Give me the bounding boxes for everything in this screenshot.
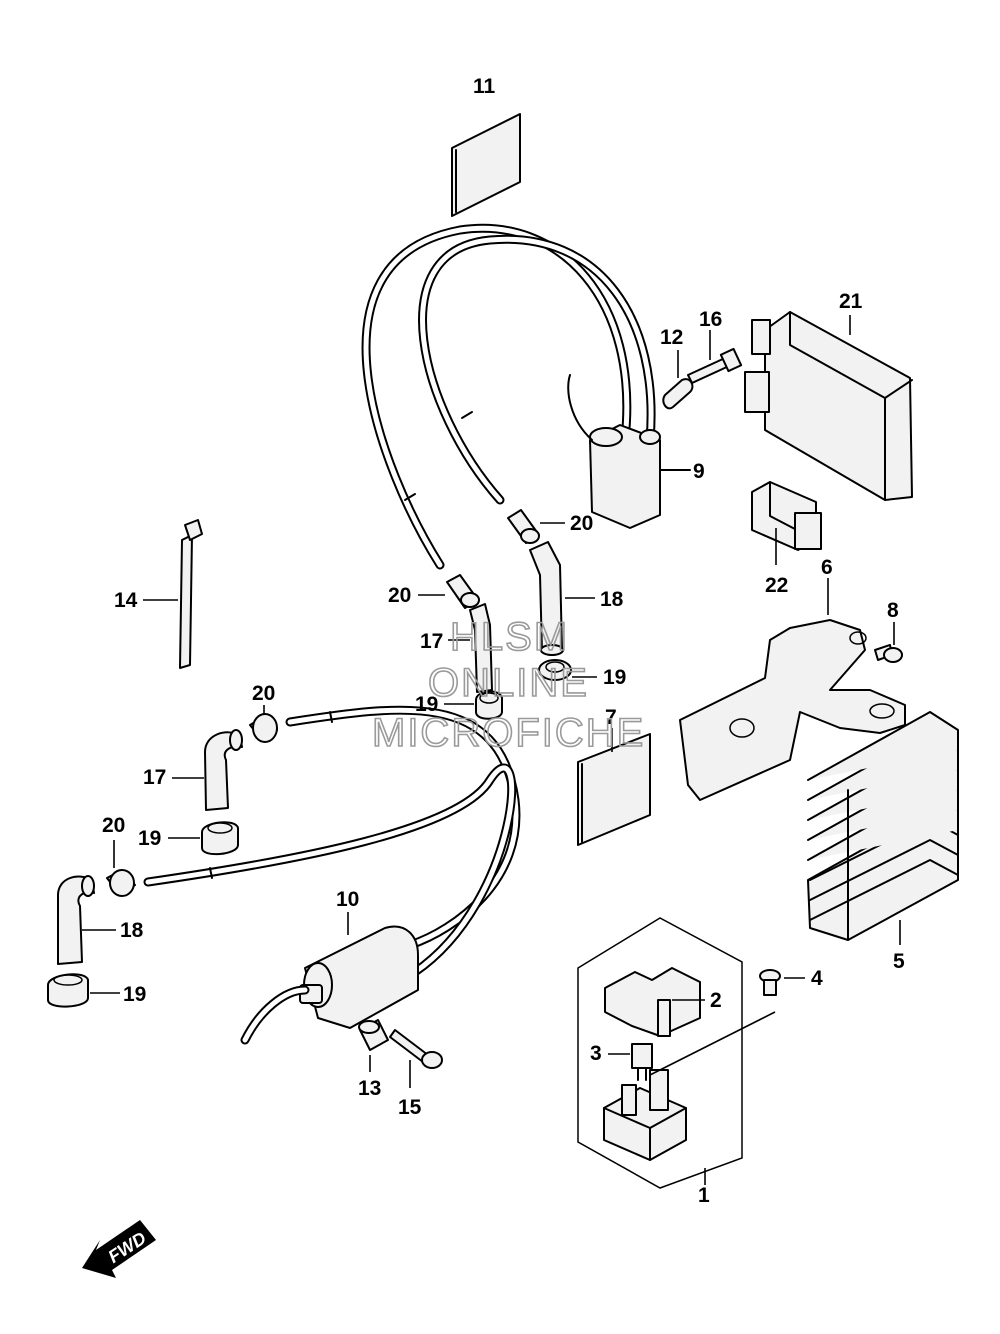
callout-1: 1 — [698, 1184, 710, 1207]
part-1-starter-relay-assembly[interactable] — [577, 917, 743, 1189]
callout-21: 21 — [839, 290, 863, 313]
callout-13: 13 — [358, 1077, 381, 1100]
part-20-cap-upper-left[interactable] — [418, 574, 480, 609]
callout-20-upper-left: 20 — [388, 584, 411, 607]
part-15-bolt[interactable] — [389, 1029, 443, 1088]
callout-labels: 11 21 16 12 9 20 22 6 14 20 18 8 17 19 1… — [102, 75, 905, 1207]
callout-7: 7 — [605, 706, 617, 729]
part-17-plug-cap-lower[interactable] — [172, 729, 243, 811]
part-9-ignition-coil[interactable] — [567, 374, 691, 529]
callout-19-upper-right: 19 — [603, 666, 626, 689]
callout-6: 6 — [821, 556, 833, 579]
part-5-regulator-rectifier[interactable] — [807, 711, 959, 945]
part-13-spacer[interactable] — [358, 1019, 389, 1072]
part-17-plug-cap-upper[interactable] — [448, 603, 493, 693]
callout-19-upper-left: 19 — [415, 693, 438, 716]
watermark-line-1: HLSM — [450, 615, 569, 659]
callout-3: 3 — [590, 1042, 602, 1065]
callout-12: 12 — [660, 326, 683, 349]
part-4-screw[interactable] — [759, 969, 805, 996]
part-7-label[interactable] — [577, 728, 651, 846]
part-20-cap-upper-right[interactable] — [507, 509, 565, 544]
callout-19-lower-lower: 19 — [123, 983, 146, 1006]
part-21-ecu-module[interactable] — [744, 311, 913, 501]
callout-20-lower-lower: 20 — [102, 814, 125, 837]
lower-coil-leads — [143, 705, 521, 977]
watermark: HLSM ONLINE MICROFICHE — [371, 614, 645, 756]
upper-coil-leads — [361, 223, 656, 570]
callout-10: 10 — [336, 888, 359, 911]
callout-15: 15 — [398, 1096, 422, 1119]
callout-11: 11 — [473, 75, 496, 98]
callout-20-lower-upper: 20 — [252, 682, 275, 705]
watermark-line-2: ONLINE — [428, 661, 589, 705]
part-1-starter-relay[interactable] — [603, 1011, 776, 1161]
part-18-plug-cap-lower[interactable] — [57, 875, 116, 965]
callout-19-lower-upper: 19 — [138, 827, 161, 850]
part-22-relay[interactable] — [751, 481, 822, 565]
part-18-plug-cap-upper[interactable] — [529, 541, 595, 656]
part-11-label[interactable] — [451, 113, 521, 217]
part-19-seal-lower-lower[interactable] — [47, 973, 120, 1008]
fwd-arrow-icon: FWD — [82, 1220, 156, 1278]
part-3-fuse[interactable] — [608, 1043, 653, 1081]
callout-9: 9 — [693, 460, 705, 483]
part-16-bolt[interactable] — [687, 330, 743, 384]
callout-5: 5 — [893, 950, 905, 973]
callout-20-upper-right: 20 — [570, 512, 593, 535]
callout-8: 8 — [887, 599, 899, 622]
callout-16: 16 — [699, 308, 722, 331]
part-2-relay-cover[interactable] — [604, 967, 705, 1037]
callout-22: 22 — [765, 574, 788, 597]
part-8-screw[interactable] — [874, 622, 903, 663]
part-12-spacer[interactable] — [662, 350, 694, 410]
callout-14: 14 — [114, 589, 138, 612]
part-20-cap-lower-lower[interactable] — [106, 840, 136, 897]
callout-18-lower: 18 — [120, 919, 144, 942]
callout-2: 2 — [710, 989, 722, 1012]
callout-17-upper: 17 — [420, 630, 443, 653]
callout-4: 4 — [811, 967, 823, 990]
part-6-bracket[interactable] — [679, 578, 906, 801]
watermark-line-3: MICROFICHE — [372, 711, 645, 755]
part-19-seal-upper-right[interactable] — [538, 659, 597, 681]
callout-18-upper: 18 — [600, 588, 624, 611]
part-20-cap-lower-upper[interactable] — [249, 705, 278, 743]
part-10-ignition-coil[interactable] — [240, 912, 419, 1045]
part-14-cable-tie[interactable] — [143, 519, 203, 669]
part-19-seal-lower-upper[interactable] — [168, 821, 239, 856]
part-19-seal-upper-left[interactable] — [444, 690, 503, 720]
callout-17-lower: 17 — [143, 766, 166, 789]
